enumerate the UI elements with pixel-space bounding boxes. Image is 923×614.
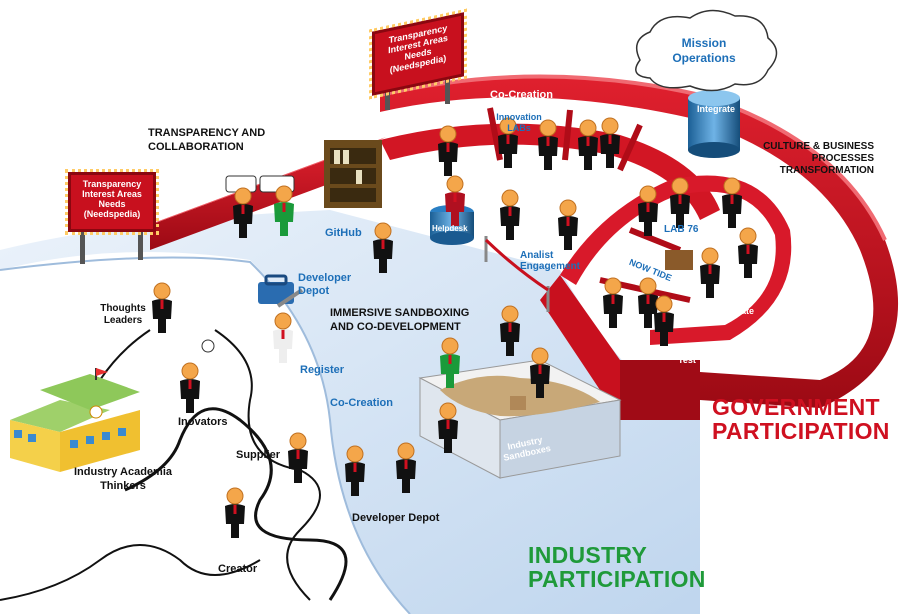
person-figure	[396, 442, 416, 493]
integrate-tank	[688, 98, 740, 150]
co-creation-floor-label: Co-Creation	[330, 397, 393, 409]
transparency-collaboration-label: TRANSPARENCY AND COLLABORATION	[148, 127, 266, 153]
person-figure	[445, 175, 465, 226]
road-4	[99, 329, 151, 381]
billboard-left-post-1	[80, 230, 85, 264]
people-figures	[152, 117, 758, 538]
person-figure	[600, 117, 620, 168]
thoughts-leaders-label: Thoughts Leaders	[100, 303, 146, 326]
person-figure	[530, 347, 550, 398]
person-figure	[738, 227, 758, 278]
divider-4	[628, 227, 682, 253]
person-figure	[700, 247, 720, 298]
person-figure	[578, 119, 598, 170]
person-figure	[500, 189, 520, 240]
helpdesk-label: Helpdesk	[432, 224, 468, 233]
person-figure	[722, 177, 742, 228]
github-label: GitHub	[325, 227, 362, 239]
billboard-left-post-2	[138, 228, 143, 260]
person-figure	[638, 277, 658, 328]
toolbox	[258, 274, 304, 308]
billboard-left-line3: Needs (Needspedia)	[83, 199, 141, 219]
industry-academia-label: Industry Academia Thinkers	[73, 466, 172, 492]
person-figure	[638, 185, 658, 236]
person-figure	[180, 362, 200, 413]
floor-left-edge	[0, 256, 411, 614]
person-figure	[438, 125, 458, 176]
inner-arc-wall	[380, 123, 720, 220]
innovation-labs-label: Innovation LABs	[496, 112, 542, 133]
billboard-left: Transparency Interest Areas Needs (Needs…	[65, 169, 159, 235]
industry-participation-label: INDUSTRY PARTICIPATION	[528, 542, 706, 592]
left-red-wall	[150, 140, 380, 250]
lab76-label: LAB 76	[664, 224, 699, 235]
developer-depot-tool-label: Developer Depot	[298, 272, 352, 297]
culture-business-label: CULTURE & BUSINESS PROCESSES TRANSFORMAT…	[763, 141, 874, 176]
government-participation-label: GOVERNMENT PARTICIPATION	[712, 394, 890, 444]
billboard-top-post-1	[385, 88, 390, 110]
lab-table	[665, 250, 693, 270]
floor-area	[0, 210, 700, 614]
billboard-left-line2: Interest Areas	[82, 189, 142, 199]
integrate-wall-label: Integrate	[716, 306, 755, 316]
person-figure	[603, 277, 623, 328]
divider-3	[617, 123, 643, 172]
person-figure	[273, 312, 293, 363]
person-figure	[345, 445, 365, 496]
mission-cloud	[635, 9, 778, 92]
barrier-rope	[484, 238, 549, 292]
person-figure	[152, 282, 172, 333]
person-figure	[670, 177, 690, 228]
person-figure	[654, 295, 674, 346]
register-label: Register	[300, 364, 345, 376]
outer-arc-wall-top	[379, 74, 887, 241]
immersive-label: IMMERSIVE SANDBOXING AND CO-DEVELOPMENT	[330, 307, 470, 333]
person-figure	[498, 117, 518, 168]
person-figure	[274, 185, 294, 236]
person-figure	[558, 199, 578, 250]
billboard-left-line1: Transparency	[82, 179, 142, 189]
bookshelf	[324, 140, 382, 208]
school-building	[10, 368, 140, 472]
person-figure	[438, 402, 458, 453]
test-label: Test	[678, 355, 696, 365]
road-3	[0, 544, 261, 601]
divider-1	[487, 107, 503, 161]
inovators-label: Inovators	[178, 416, 228, 428]
person-figure	[500, 305, 520, 356]
front-red-wall-face	[620, 360, 700, 420]
co-creation-top-label: Co-Creation	[490, 89, 553, 101]
supplier-label: Supplier	[236, 449, 281, 461]
third-ring-wall	[560, 175, 792, 345]
sandbox	[418, 359, 622, 479]
lightbulb	[201, 339, 215, 353]
creator-label: Creator	[218, 563, 258, 575]
developer-depot-bottom-label: Developer Depot	[352, 512, 440, 524]
outer-arc-wall	[380, 76, 899, 408]
road-1	[124, 407, 348, 601]
integrate-tank-label: Integrate	[697, 104, 736, 114]
person-figure	[538, 119, 558, 170]
person-figure	[288, 432, 308, 483]
person-figure	[225, 487, 245, 538]
mission-operations-label: Mission Operations	[672, 36, 736, 65]
person-figure	[373, 222, 393, 273]
divider-2	[562, 109, 573, 161]
analist-engagement-label: Analist Engagement	[520, 250, 581, 272]
person-figure	[440, 337, 460, 388]
billboard-top-post-2	[445, 70, 450, 104]
person-figure	[233, 187, 253, 238]
